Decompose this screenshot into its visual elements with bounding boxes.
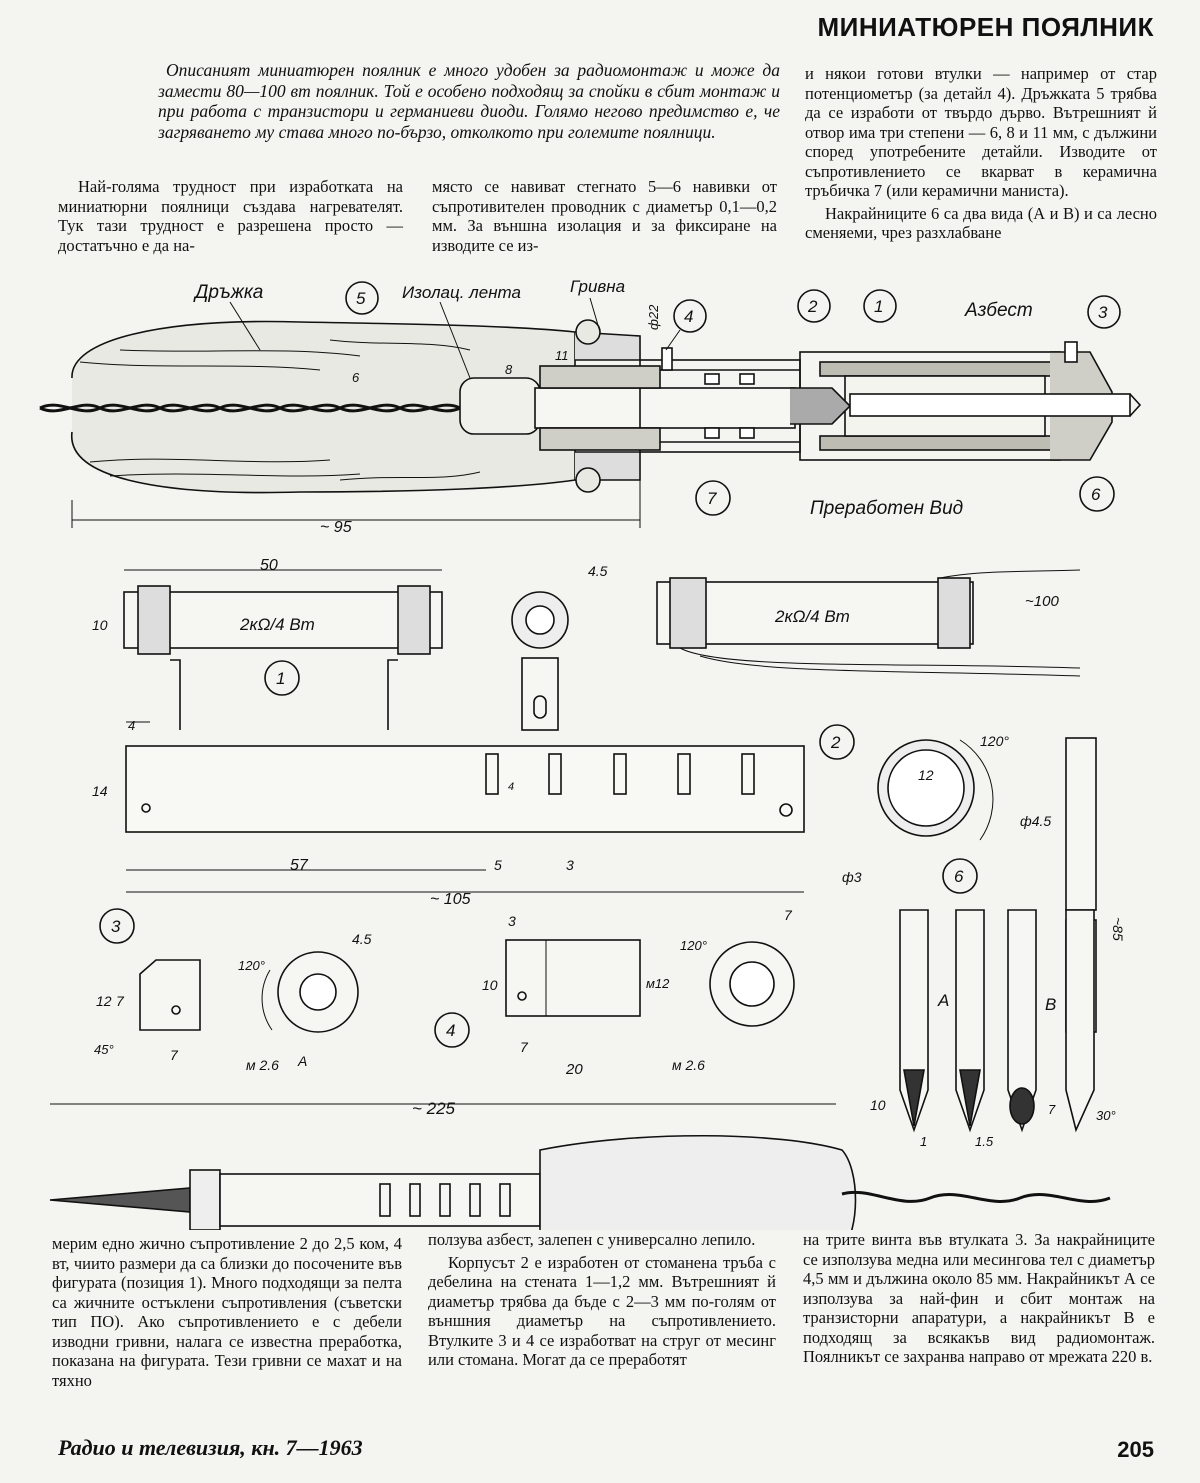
assembly-view: ~ 95 Дръжка 5 Изолац. лента Гривна ф22 4…	[39, 277, 1142, 536]
svg-text:11: 11	[555, 348, 569, 363]
label-variant-a: А	[937, 991, 949, 1010]
svg-text:8: 8	[505, 362, 513, 377]
body-tube-detail: 4 14 4 57 5 3 ~ 105 2	[92, 718, 855, 908]
svg-text:~100: ~100	[1025, 593, 1059, 610]
bushing-3-detail: 3 12 7 45° 7 4.5 120° м 2.6 А	[94, 908, 372, 1073]
resistor-detail-left: 50 2кΩ/4 Вт 10 1	[92, 557, 443, 730]
svg-text:7: 7	[116, 993, 125, 1009]
svg-text:12: 12	[918, 767, 934, 783]
label-insulating-tape: Изолац. лента	[402, 283, 521, 302]
top-col3-paragraph-2: Накрайниците 6 са два вида (А и В) и са …	[805, 203, 1157, 243]
svg-text:ф3: ф3	[842, 869, 862, 885]
bottom-column-2: ползува азбест, залепен с универсално ле…	[428, 1230, 776, 1370]
collar	[574, 331, 641, 481]
svg-text:м 2.6: м 2.6	[672, 1057, 705, 1073]
asbestos-layer	[819, 361, 1061, 377]
svg-text:2: 2	[807, 297, 818, 316]
svg-text:14: 14	[92, 783, 108, 799]
svg-text:10: 10	[870, 1097, 886, 1113]
dim-95: ~ 95	[320, 519, 352, 536]
top-col3-paragraph-1: и някои готови втулки — например от стар…	[805, 64, 1157, 200]
svg-text:57: 57	[290, 857, 309, 874]
svg-text:120°: 120°	[680, 938, 707, 953]
soldering-tip	[849, 393, 1131, 417]
top-column-2: място се навиват стегнато 5—6 навивки от…	[432, 177, 777, 255]
svg-text:7: 7	[170, 1047, 179, 1063]
top-col2-text: място се навиват стегнато 5—6 навивки от…	[432, 177, 777, 255]
bottom-col2-paragraph-1: ползува азбест, залепен с универсално ле…	[428, 1230, 756, 1249]
svg-text:~ 225: ~ 225	[412, 1099, 456, 1118]
bushing-4-detail: 3 10 м12 7 20 7 120° м 2.6 4	[434, 907, 795, 1078]
top-column-1: Най-голяма трудност при изработката на м…	[58, 177, 403, 255]
svg-text:3: 3	[508, 913, 516, 929]
svg-text:45°: 45°	[94, 1042, 114, 1057]
tips-a-b-detail: А В 10 1 1.5 7 30°	[870, 909, 1116, 1149]
label-reworked-view: Преработен Вид	[810, 498, 963, 519]
bottom-column-1: мерим едно жично съпротивление 2 до 2,5 …	[52, 1234, 402, 1390]
svg-text:ф22: ф22	[646, 304, 661, 330]
svg-text:3: 3	[111, 917, 121, 936]
bottom-col1-text: мерим едно жично съпротивление 2 до 2,5 …	[52, 1234, 402, 1390]
svg-text:ф4.5: ф4.5	[1020, 813, 1051, 829]
svg-text:120°: 120°	[980, 733, 1009, 749]
svg-text:2: 2	[830, 733, 841, 752]
svg-text:2кΩ/4 Вт: 2кΩ/4 Вт	[774, 607, 850, 626]
resistor-detail-right: 2кΩ/4 Вт ~100	[656, 569, 1081, 677]
ceramic-tube	[534, 387, 796, 429]
page-title: МИНИАТЮРЕН ПОЯЛНИК	[817, 12, 1154, 42]
svg-text:12: 12	[96, 993, 112, 1009]
svg-text:30°: 30°	[1096, 1108, 1116, 1123]
bottom-col2-paragraph-2: Корпусът 2 е изработен от стоманена тръб…	[428, 1252, 776, 1370]
tube-cross-section: 12 120° ф3 6	[842, 733, 1009, 894]
svg-text:м 2.6: м 2.6	[246, 1057, 279, 1073]
svg-text:1: 1	[276, 669, 285, 688]
technical-drawing: ~ 95 Дръжка 5 Изолац. лента Гривна ф22 4…	[39, 277, 1142, 1230]
svg-text:6: 6	[352, 370, 360, 385]
svg-text:3: 3	[566, 857, 574, 873]
svg-text:4: 4	[128, 718, 135, 733]
page-number: 205	[1117, 1437, 1154, 1462]
svg-text:~ 105: ~ 105	[430, 891, 471, 908]
top-col1-text: Най-голяма трудност при изработката на м…	[58, 177, 403, 255]
svg-text:3: 3	[1098, 303, 1108, 322]
bottom-column-3: на трите винта във втулката 3. За накрай…	[803, 1230, 1155, 1367]
svg-text:~85: ~85	[1110, 917, 1126, 941]
label-variant-b: В	[1045, 995, 1056, 1014]
svg-text:120°: 120°	[238, 958, 265, 973]
svg-text:10: 10	[482, 977, 498, 993]
svg-text:4: 4	[446, 1021, 455, 1040]
label-asbestos: Азбест	[964, 300, 1033, 321]
svg-text:А: А	[297, 1053, 307, 1069]
svg-text:1.5: 1.5	[975, 1134, 994, 1149]
svg-text:7: 7	[784, 907, 793, 923]
bottom-col3-text: на трите винта във втулката 3. За накрай…	[803, 1230, 1155, 1366]
label-collar: Гривна	[570, 277, 625, 296]
svg-text:7: 7	[707, 489, 717, 508]
svg-text:1: 1	[874, 297, 883, 316]
journal-footer: Радио и телевизия, кн. 7—1963	[58, 1435, 363, 1460]
svg-text:4: 4	[508, 781, 514, 793]
svg-text:7: 7	[1048, 1102, 1056, 1117]
svg-text:6: 6	[954, 867, 964, 886]
svg-text:4.5: 4.5	[352, 931, 372, 947]
svg-text:5: 5	[494, 857, 502, 873]
collar-ring-detail: 4.5	[511, 563, 608, 731]
label-handle: Дръжка	[193, 282, 263, 303]
svg-text:м12: м12	[646, 976, 670, 991]
full-iron-view: ~ 225	[49, 1099, 1111, 1230]
svg-text:20: 20	[565, 1061, 583, 1078]
lead-paragraph: Описаният миниатюрен поялник е много удо…	[158, 60, 780, 142]
svg-text:5: 5	[356, 289, 366, 308]
svg-text:10: 10	[92, 617, 108, 633]
svg-text:2кΩ/4 Вт: 2кΩ/4 Вт	[239, 615, 315, 634]
svg-text:4.5: 4.5	[588, 563, 608, 579]
svg-text:50: 50	[260, 557, 278, 574]
svg-text:1: 1	[920, 1134, 927, 1149]
svg-text:7: 7	[520, 1039, 529, 1055]
top-column-3: и някои готови втулки — например от стар…	[805, 64, 1157, 243]
svg-text:6: 6	[1091, 485, 1101, 504]
svg-text:4: 4	[684, 307, 693, 326]
